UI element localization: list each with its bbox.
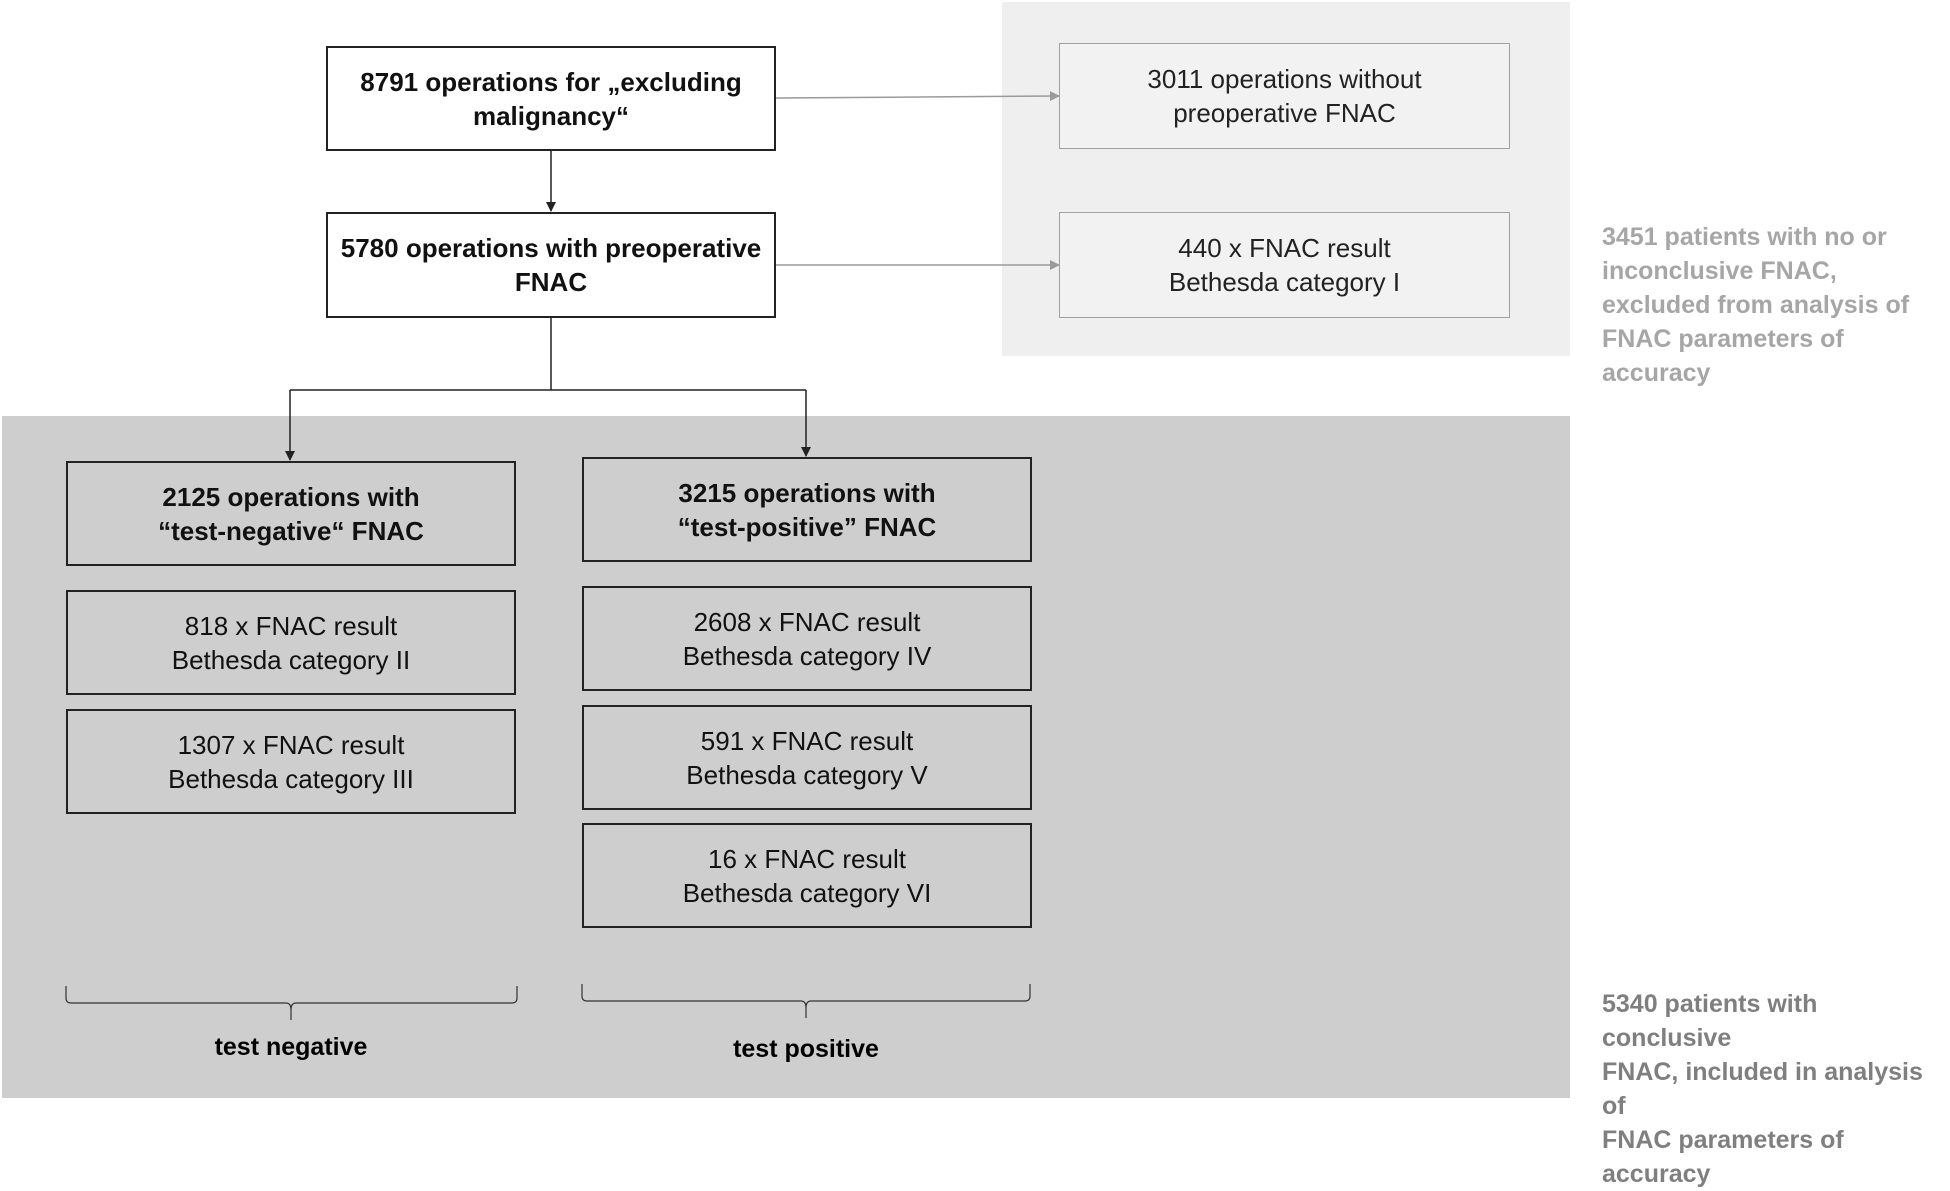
total-operations-box: 8791 operations for „excluding malignanc… (326, 46, 776, 151)
excluded-note-line4: FNAC parameters of accuracy (1602, 325, 1844, 387)
without-fnac-line2: preoperative FNAC (1173, 98, 1396, 128)
positive-brace (581, 984, 1031, 1018)
test-positive-label: test positive (733, 1035, 879, 1063)
with-fnac-line1: 5780 operations with preoperative (340, 233, 762, 263)
bethesda-cat5-line2: Bethesda category V (686, 759, 928, 790)
total-operations-line2: malignancy“ (472, 100, 630, 131)
total-operations-line1: 8791 operations for „excluding (360, 66, 742, 97)
bethesda-cat3-box: 1307 x FNAC result Bethesda category III (66, 709, 516, 814)
bethesda-cat1-line1: 440 x FNAC result (1178, 233, 1391, 263)
bethesda-cat4-box: 2608 x FNAC result Bethesda category IV (582, 586, 1032, 691)
connector-lines (65, 91, 1060, 1020)
included-note: 5340 patients with conclusive FNAC, incl… (1602, 987, 1950, 1191)
included-note-line3: FNAC parameters of accuracy (1602, 1126, 1844, 1188)
bethesda-cat1-box: 440 x FNAC result Bethesda category I (1059, 212, 1510, 318)
test-negative-header-box: 2125 operations with “test-negative“ FNA… (66, 461, 516, 566)
excluded-note: 3451 patients with no or inconclusive FN… (1602, 220, 1950, 390)
with-fnac-line2: FNAC (514, 267, 588, 297)
test-positive-header-box: 3215 operations with “test-positive” FNA… (582, 457, 1032, 562)
bethesda-cat2-line1: 818 x FNAC result (184, 610, 398, 641)
bethesda-cat4-line1: 2608 x FNAC result (693, 606, 921, 637)
excluded-note-line1: 3451 patients with no or (1602, 223, 1887, 251)
test-negative-header-line1: 2125 operations with (162, 481, 420, 512)
included-note-line1: 5340 patients with conclusive (1602, 990, 1818, 1052)
bethesda-cat6-box: 16 x FNAC result Bethesda category VI (582, 823, 1032, 928)
negative-brace (65, 986, 518, 1020)
without-fnac-line1: 3011 operations without (1147, 64, 1422, 94)
test-negative-label: test negative (214, 1033, 368, 1061)
arrow-total-to-without (775, 91, 1060, 102)
test-positive-header-line1: 3215 operations with (678, 477, 936, 508)
bethesda-cat2-box: 818 x FNAC result Bethesda category II (66, 590, 516, 695)
bethesda-cat2-line2: Bethesda category II (171, 644, 411, 675)
bethesda-cat3-line2: Bethesda category III (168, 763, 414, 794)
bethesda-cat6-line2: Bethesda category VI (682, 877, 932, 908)
bethesda-cat3-line1: 1307 x FNAC result (177, 729, 405, 760)
bethesda-cat5-box: 591 x FNAC result Bethesda category V (582, 705, 1032, 810)
with-fnac-box: 5780 operations with preoperative FNAC (326, 212, 776, 318)
bethesda-cat4-line2: Bethesda category IV (682, 640, 932, 671)
included-note-line2: FNAC, included in analysis of (1602, 1058, 1923, 1120)
test-positive-header-line2: “test-positive” FNAC (677, 511, 937, 542)
excluded-note-line2: inconclusive FNAC, (1602, 257, 1837, 285)
excluded-note-line3: excluded from analysis of (1602, 291, 1910, 319)
bethesda-cat5-line1: 591 x FNAC result (700, 725, 914, 756)
bethesda-cat1-line2: Bethesda category I (1168, 267, 1401, 297)
without-fnac-box: 3011 operations without preoperative FNA… (1059, 43, 1510, 149)
test-negative-header-line2: “test-negative“ FNAC (158, 515, 424, 546)
bethesda-cat6-line1: 16 x FNAC result (708, 843, 906, 874)
